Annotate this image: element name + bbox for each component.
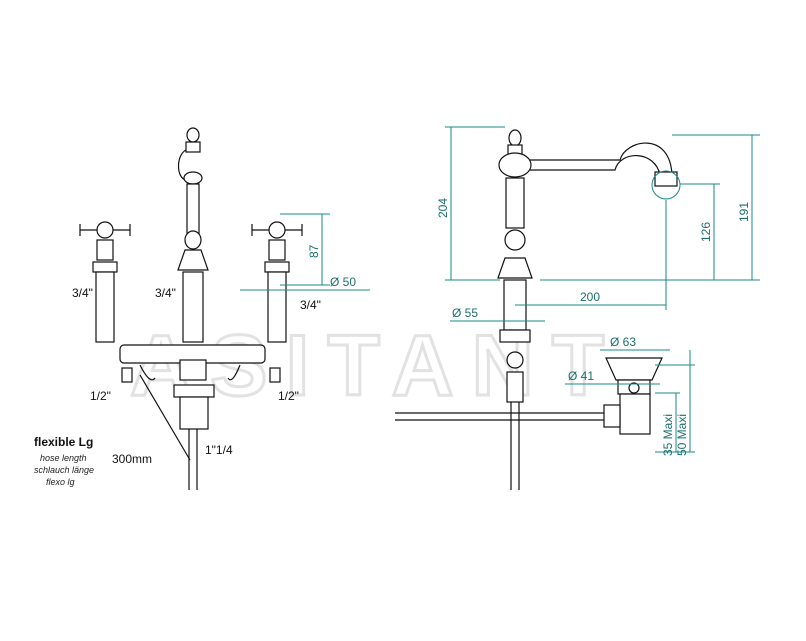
right-thread-label: 3/4" (300, 298, 321, 312)
left-tap-handle (79, 221, 131, 343)
front-view: 3/4" 3/4" 3/4" 1/2" 1/2" 1"1/4 87 Ø 50 f… (34, 127, 370, 490)
diameter-63-dim: Ø 63 (610, 335, 636, 349)
central-spout (177, 127, 209, 343)
hose-de: schlauch länge (34, 465, 94, 475)
max-50-dim: 50 Maxi (675, 414, 689, 456)
height-126-dim: 126 (699, 222, 713, 242)
hose-it: flexo lg (46, 477, 75, 487)
height-191-dim: 191 (737, 202, 751, 222)
hose-title: flexible Lg (34, 435, 93, 449)
manifold (119, 344, 281, 490)
min-35-dim: 35 Maxi (661, 414, 675, 456)
waste-view: Ø 63 Ø 41 35 Maxi 50 Maxi (565, 335, 695, 456)
hose-length-value: 300mm (112, 452, 152, 466)
hose-en: hose length (40, 453, 87, 463)
left-hose-label: 1/2" (90, 389, 111, 403)
spout-thread-label: 3/4" (155, 286, 176, 300)
waste-thread-label: 1"1/4 (205, 443, 233, 457)
reach-200-dim: 200 (580, 290, 600, 304)
diameter-55-dim: Ø 55 (452, 306, 478, 320)
diameter-41-dim: Ø 41 (568, 369, 594, 383)
diameter-50-dim: Ø 50 (330, 275, 356, 289)
height-204-dim: 204 (436, 198, 450, 218)
left-thread-label: 3/4" (72, 286, 93, 300)
right-hose-label: 1/2" (278, 389, 299, 403)
height-87-dim: 87 (307, 244, 321, 258)
side-view: 204 126 191 200 Ø 55 (395, 126, 760, 490)
